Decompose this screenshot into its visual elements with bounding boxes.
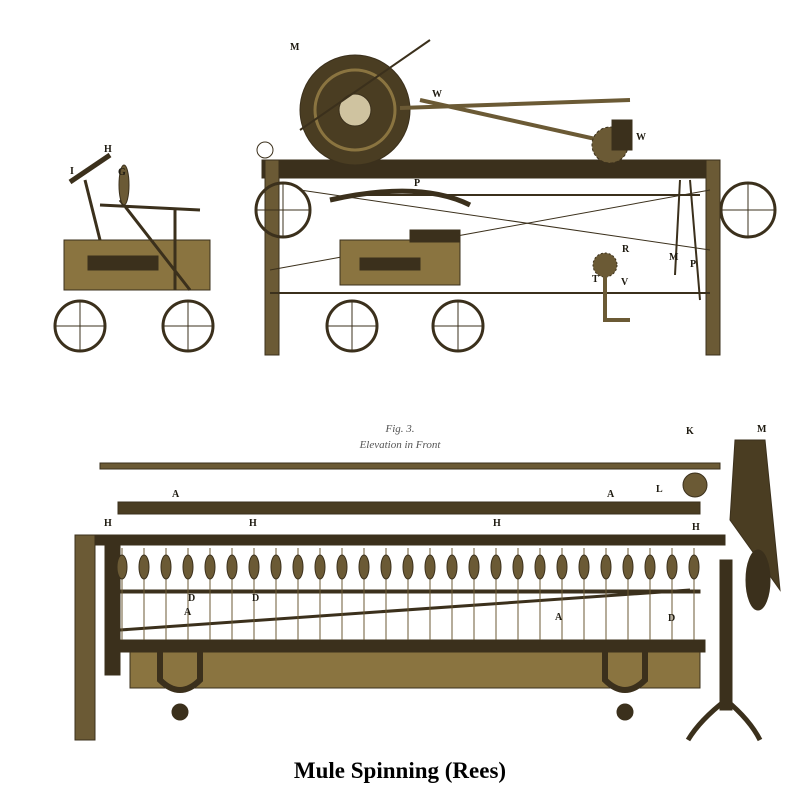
spindle-cop (160, 554, 172, 580)
frame-top-beam (261, 159, 721, 179)
part-label: P (690, 259, 696, 270)
part-label: R (622, 244, 630, 255)
part-label: M (290, 42, 300, 53)
spindle-cop (556, 554, 568, 580)
part-label: D (252, 593, 259, 604)
spindle-row (116, 548, 700, 640)
spindle-cop (248, 554, 260, 580)
part-label: W (636, 132, 646, 143)
part-label: P (414, 178, 420, 189)
spindle-cop (468, 554, 480, 580)
spindle-cop (358, 554, 370, 580)
part-label: T (592, 274, 599, 285)
part-label: G (118, 167, 126, 178)
part-label: D (188, 593, 195, 604)
spindle-cop (666, 554, 678, 580)
part-label: H (249, 518, 257, 529)
drive-pulley (682, 439, 781, 742)
top-rail (99, 462, 721, 470)
spindle-cop (446, 554, 458, 580)
spindle-cop (512, 554, 524, 580)
part-label: K (686, 426, 694, 437)
spindle-cop (314, 554, 326, 580)
spindle-cop (600, 554, 612, 580)
side-elevation (53, 39, 777, 356)
spindle-cop (204, 554, 216, 580)
part-label: D (668, 613, 675, 624)
part-label: M (757, 424, 767, 435)
part-label: V (621, 277, 629, 288)
part-label: M (669, 252, 679, 263)
spindle-cop (424, 554, 436, 580)
spindle-cop (688, 554, 700, 580)
part-label: H (493, 518, 501, 529)
spindle-cop (622, 554, 634, 580)
part-label: A (607, 489, 615, 500)
part-label: A (172, 489, 180, 500)
part-label: A (555, 612, 563, 623)
spindle-cop (644, 554, 656, 580)
part-label: H (104, 518, 112, 529)
figure-number: Fig. 3. (384, 423, 414, 435)
part-label: H (692, 522, 700, 533)
spindle-cop (578, 554, 590, 580)
part-label: L (656, 484, 663, 495)
spindle-cop (490, 554, 502, 580)
spindle-cop (292, 554, 304, 580)
part-label: W (432, 89, 442, 100)
part-label: A (184, 607, 192, 618)
spindle-cop (226, 554, 238, 580)
figure-title: Elevation in Front (359, 439, 442, 451)
spindle-cop (270, 554, 282, 580)
spindle-cop (182, 554, 194, 580)
part-label: H (104, 144, 112, 155)
spindle-cop (116, 554, 128, 580)
spindle-cop (336, 554, 348, 580)
spindle-cop (380, 554, 392, 580)
front-elevation: Fig. 3. Elevation in Front (74, 423, 781, 742)
caption: Mule Spinning (Rees) (293, 758, 507, 783)
part-label: I (70, 166, 74, 177)
spindle-cop (402, 554, 414, 580)
roller-beam (117, 501, 701, 515)
spindle-cop (138, 554, 150, 580)
spindle-cop (534, 554, 546, 580)
